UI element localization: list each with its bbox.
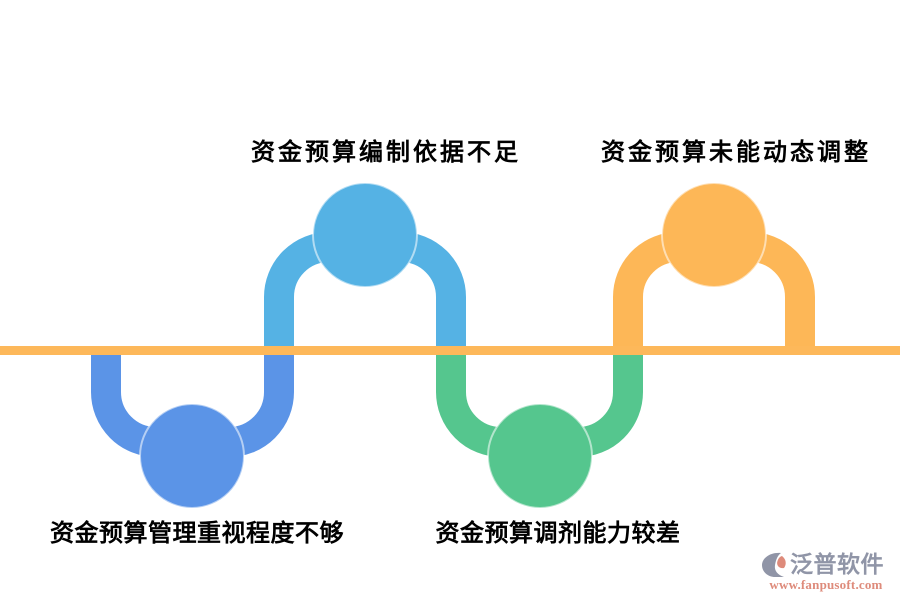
node-circle-3	[487, 403, 593, 509]
node-circle-1	[139, 403, 245, 509]
node-circle-2	[312, 182, 418, 288]
brand-url: www.fanpusoft.com	[769, 577, 883, 592]
label-bottom-center: 资金预算调剂能力较差	[435, 521, 681, 547]
label-top-right: 资金预算未能动态调整	[601, 140, 871, 166]
baseline-axis	[0, 346, 900, 355]
fanpu-logo-icon	[762, 552, 786, 577]
brand-name: 泛普软件	[790, 552, 884, 577]
label-top-left: 资金预算编制依据不足	[251, 140, 521, 166]
brand-watermark: 泛普软件 www.fanpusoft.com	[761, 552, 891, 592]
label-bottom-left: 资金预算管理重视程度不够	[50, 521, 344, 547]
node-circle-4	[661, 182, 767, 288]
